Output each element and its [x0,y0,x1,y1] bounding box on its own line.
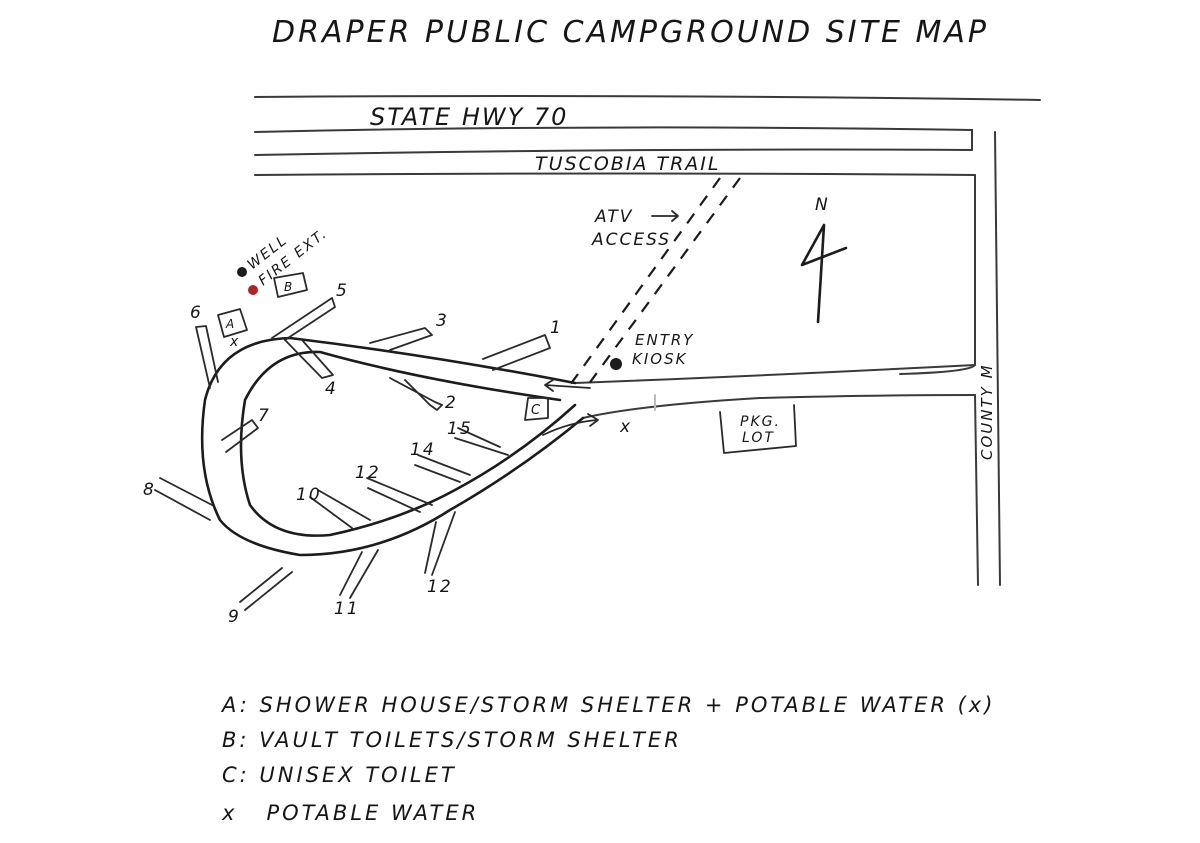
potable-water-mark: x [619,417,632,437]
legend: A: SHOWER HOUSE/STORM SHELTER + POTABLE … [220,693,995,825]
site-12-pad-b [424,511,456,576]
site-15-pad [454,427,509,456]
site-12-pad-a [366,477,433,513]
svg-text:A: A [225,317,236,331]
legend-b: B: VAULT TOILETS/STORM SHELTER [222,728,682,752]
site-label: 5 [336,281,349,301]
site-label: 12 [355,463,381,483]
building-c: C [524,397,549,421]
parking-label-1: PKG. [740,414,781,430]
county-label: COUNTY M [978,363,996,460]
atv-label-1: ATV [594,207,633,227]
loop-road [200,336,585,557]
site-label: 15 [447,419,473,439]
building-b: B [273,272,308,298]
site-14-pad [414,454,471,483]
site-label: 11 [334,599,360,619]
north-arrow: N [800,195,848,324]
arrow-icon [651,210,679,222]
atv-access-trail: ATV ACCESS [569,177,741,386]
trail-label: TUSCOBIA TRAIL [535,153,720,175]
svg-text:B: B [284,280,294,294]
site-8-pad [154,477,213,521]
site-label: 14 [410,440,436,460]
potable-water-mark-a: x [229,334,240,350]
site-2-pad [389,377,443,411]
site-3-pad [369,327,433,351]
site-1-pad [482,334,551,371]
parking-label-2: LOT [742,430,775,446]
legend-x: x POTABLE WATER [221,801,479,825]
map-title: DRAPER PUBLIC CAMPGROUND SITE MAP [272,15,989,50]
entry-kiosk: ENTRY KIOSK [610,331,694,370]
site-10-pad [309,489,371,529]
site-11-pad [339,549,379,599]
site-4-pad [284,339,334,379]
state-hwy-70: STATE HWY 70 [254,95,1041,151]
site-label: 12 [427,577,453,597]
legend-c: C: UNISEX TOILET [222,763,457,787]
north-label: N [815,195,830,215]
site-9-pad [239,567,293,611]
kiosk-label-1: ENTRY [635,331,694,349]
svg-text:C: C [531,403,542,418]
site-label: 3 [436,311,449,331]
campsites: 1 2 3 4 5 6 7 8 9 10 11 12 12 [143,281,563,627]
site-label: 8 [143,480,156,500]
site-label: 4 [325,379,338,399]
site-label: 7 [258,406,271,426]
hwy-label: STATE HWY 70 [370,103,568,131]
kiosk-label-2: KIOSK [632,350,687,368]
entry-road [574,364,976,419]
building-a: A x [217,308,248,350]
site-6-pad [195,325,219,389]
site-label: 1 [550,318,563,338]
county-m-road: COUNTY M [899,131,1001,586]
site-label: 2 [445,393,458,413]
atv-label-2: ACCESS [591,230,671,250]
site-label: 6 [190,303,203,323]
tuscobia-trail: TUSCOBIA TRAIL [254,148,976,176]
site-label: 10 [296,485,322,505]
parking-lot: PKG. LOT [719,404,797,454]
site-5-pad [271,297,336,341]
site-label: 9 [228,607,241,627]
site-7-pad [221,419,259,453]
traffic-arrows [542,379,599,436]
legend-a: A: SHOWER HOUSE/STORM SHELTER + POTABLE … [220,693,995,717]
